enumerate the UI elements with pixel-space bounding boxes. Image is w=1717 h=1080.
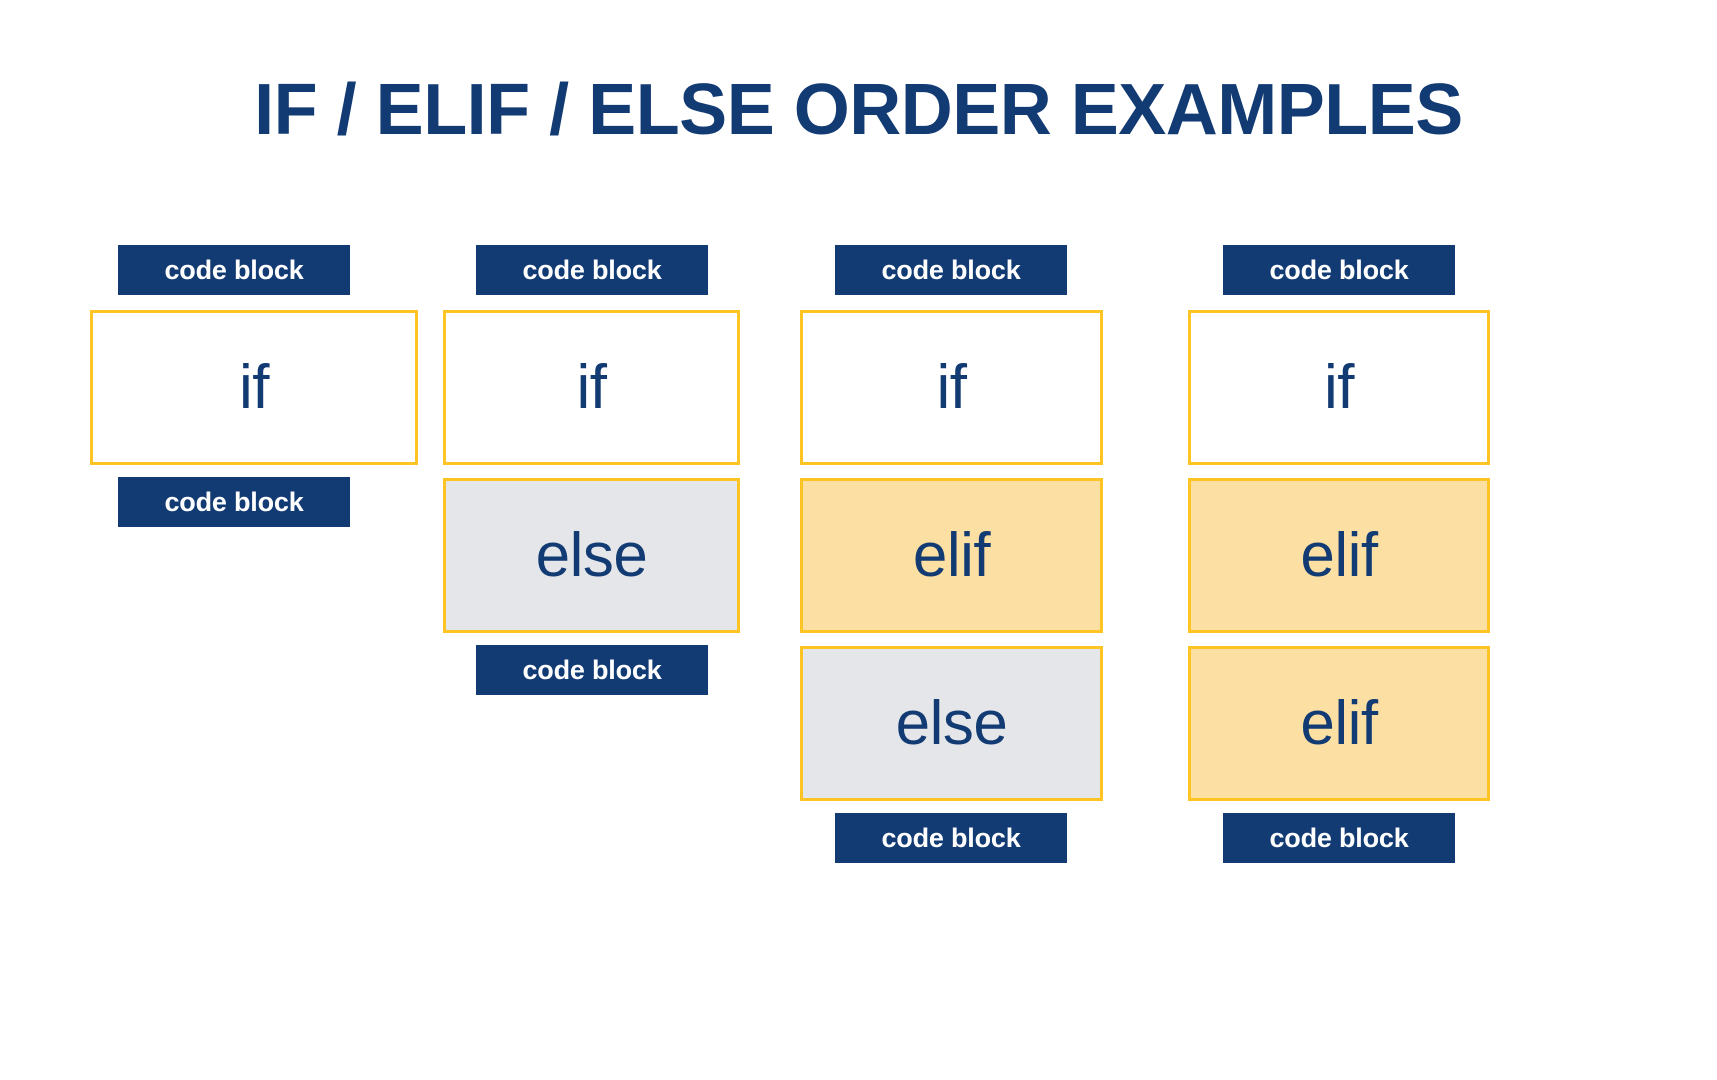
example-column-2: code block if else code block xyxy=(443,245,803,695)
code-block-label: code block xyxy=(1223,245,1455,295)
code-block-label: code block xyxy=(835,813,1067,863)
keyword-box-elif: elif xyxy=(1188,646,1490,801)
code-block-label: code block xyxy=(476,645,708,695)
example-column-3: code block if elif else code block xyxy=(800,245,1160,863)
code-block-label: code block xyxy=(476,245,708,295)
keyword-box-if: if xyxy=(800,310,1103,465)
code-block-label: code block xyxy=(118,477,350,527)
code-block-label: code block xyxy=(118,245,350,295)
keyword-box-if: if xyxy=(443,310,740,465)
keyword-box-elif: elif xyxy=(800,478,1103,633)
keyword-box-if: if xyxy=(90,310,418,465)
keyword-box-if: if xyxy=(1188,310,1490,465)
example-column-1: code block if code block xyxy=(90,245,450,527)
keyword-box-elif: elif xyxy=(1188,478,1490,633)
keyword-box-else: else xyxy=(800,646,1103,801)
example-column-4: code block if elif elif code block xyxy=(1188,245,1548,863)
examples-container: code block if code block code block if e… xyxy=(0,245,1717,1005)
keyword-box-else: else xyxy=(443,478,740,633)
code-block-label: code block xyxy=(835,245,1067,295)
code-block-label: code block xyxy=(1223,813,1455,863)
page-title: IF / ELIF / ELSE ORDER EXAMPLES xyxy=(254,70,1463,150)
